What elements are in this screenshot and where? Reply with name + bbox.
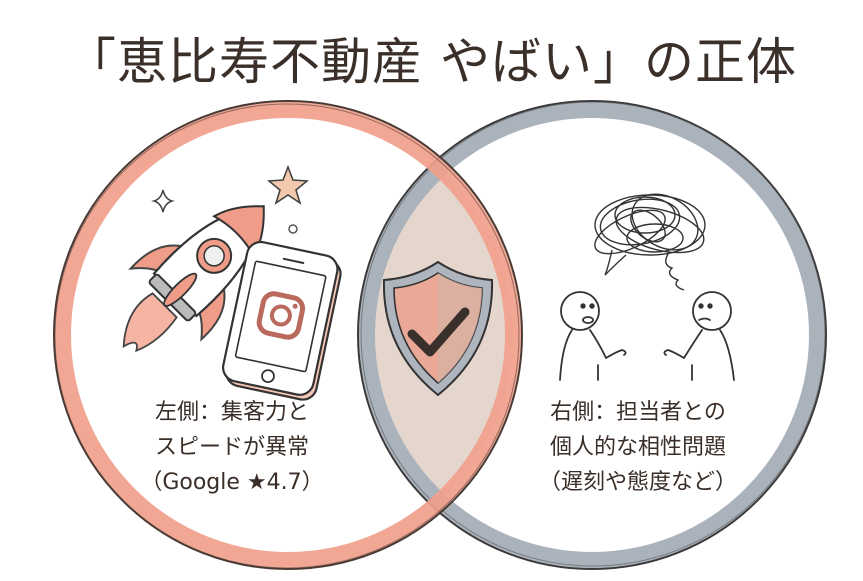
right-label-line-1: 右側：担当者との: [550, 400, 726, 425]
right-label-line-2: 個人的な相性問題: [549, 435, 726, 460]
right-circle: [357, 100, 827, 570]
left-circle-label: 左側：集客力と スピードが異常 （Google ★4.7）: [112, 395, 352, 500]
rocket-icon: [122, 205, 265, 353]
left-circle: [53, 100, 523, 570]
confused-person-icon: [559, 291, 627, 381]
page-title: 「恵比寿不動産 やばい」の正体: [66, 33, 797, 91]
star-icon: [266, 164, 310, 205]
right-circle-label: 右側：担当者との 個人的な相性問題 （遅刻や態度など）: [518, 395, 758, 500]
tangled-speech-bubble-icon: [594, 193, 706, 291]
smartphone-instagram-icon: [222, 240, 342, 401]
left-label-line-1: 左側：集客力と: [154, 400, 309, 425]
right-label-line-3: （遅刻や態度など）: [538, 470, 737, 495]
dot-icon: [288, 224, 298, 234]
sparkle-icon: [151, 189, 175, 213]
left-label-line-3: （Google ★4.7）: [140, 470, 324, 495]
confused-person-icon: [663, 291, 735, 381]
instagram-icon: [256, 291, 306, 340]
shield-check-icon: [382, 260, 494, 397]
left-label-line-2: スピードが異常: [154, 435, 309, 460]
